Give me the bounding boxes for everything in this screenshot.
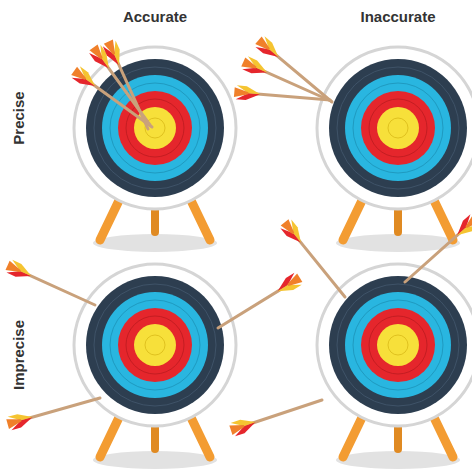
column-heading: Accurate	[123, 8, 187, 25]
row-heading: Precise	[10, 91, 27, 144]
row-heading: Imprecise	[10, 320, 27, 390]
column-heading: Inaccurate	[360, 8, 435, 25]
